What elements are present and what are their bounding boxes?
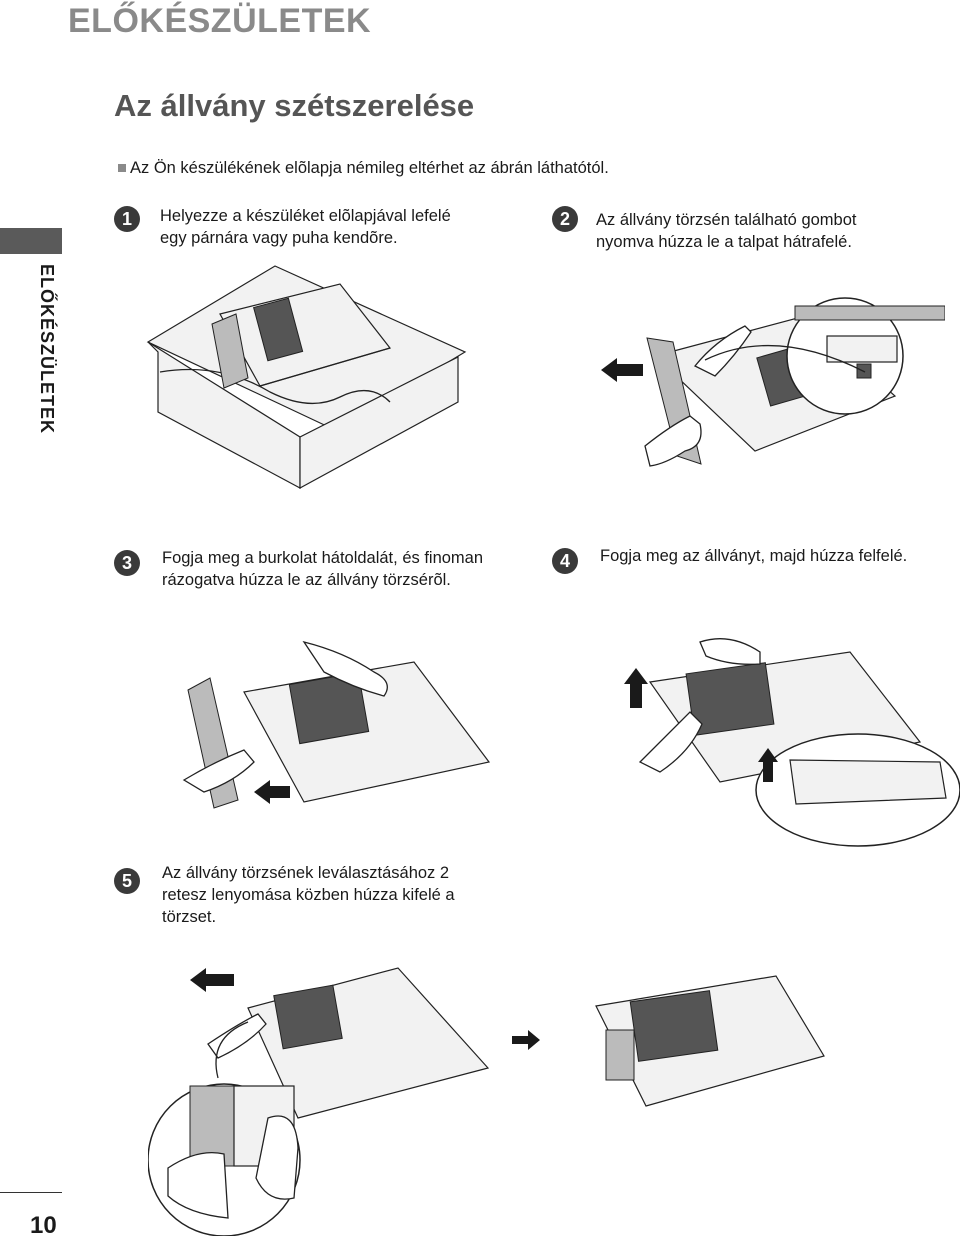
arrow-left-icon	[254, 780, 290, 804]
pull-stand-back-illustration	[601, 297, 945, 467]
stand-removed-illustration	[512, 975, 825, 1107]
step-4-text: Fogja meg az állványt, majd húzza felfel…	[600, 545, 907, 567]
step-1-badge: 1	[114, 206, 140, 232]
arrow-left-icon	[601, 358, 643, 382]
arrow-up-icon	[758, 748, 778, 782]
step-3-text: Fogja meg a burkolat hátoldalát, és fino…	[162, 547, 483, 591]
remove-stand-body-illustration	[148, 967, 490, 1236]
page-title: Az állvány szétszerelése	[114, 88, 475, 123]
step-4-badge: 4	[552, 548, 578, 574]
step-3-badge: 3	[114, 550, 140, 576]
page-divider	[0, 1192, 62, 1193]
page-number: 10	[30, 1212, 57, 1239]
section-header: ELŐKÉSZÜLETEK	[68, 2, 372, 40]
step-5-text: Az állvány törzsének leválasztásához 2 r…	[162, 862, 455, 928]
note-label: Az Ön készülékének elõlapja némileg elté…	[130, 159, 609, 177]
shake-off-cover-illustration	[182, 640, 491, 809]
arrow-right-icon	[512, 1030, 540, 1050]
step-2-line-2: nyomva húzza le a talpat hátrafelé.	[596, 233, 852, 251]
step-2-line-1: Az állvány törzsén található gombot	[596, 211, 857, 229]
step-5-line-1: Az állvány törzsének leválasztásához 2	[162, 864, 450, 882]
pull-stand-up-illustration	[624, 638, 960, 847]
side-tab-bar	[0, 228, 62, 254]
step-1-line-2: egy párnára vagy puha kendõre.	[160, 229, 398, 247]
arrow-left-icon	[190, 968, 234, 992]
tv-on-cushion-illustration	[146, 265, 467, 490]
note-text: Az Ön készülékének elõlapja némileg elté…	[118, 159, 609, 178]
step-4-line-1: Fogja meg az állványt, majd húzza felfel…	[600, 547, 908, 565]
step-1-line-1: Helyezze a készüléket elõlapjával lefelé	[160, 207, 451, 225]
step-3-line-2: rázogatva húzza le az állvány törzsérõl.	[162, 571, 451, 589]
step-5-badge: 5	[114, 868, 140, 894]
step-5-line-2: retesz lenyomása közben húzza kifelé a	[162, 886, 455, 904]
arrow-up-icon	[624, 668, 648, 708]
step-3-line-1: Fogja meg a burkolat hátoldalát, és fino…	[162, 549, 484, 567]
step-1-text: Helyezze a készüléket elõlapjával lefelé…	[160, 205, 451, 249]
side-label: ELŐKÉSZÜLETEK	[36, 264, 62, 464]
step-2-badge: 2	[552, 206, 578, 232]
step-5-line-3: törzset.	[162, 908, 217, 926]
side-label-text: ELŐKÉSZÜLETEK	[37, 264, 57, 435]
step-2-text: Az állvány törzsén található gombot nyom…	[596, 209, 856, 253]
bullet-square-icon	[118, 163, 126, 172]
